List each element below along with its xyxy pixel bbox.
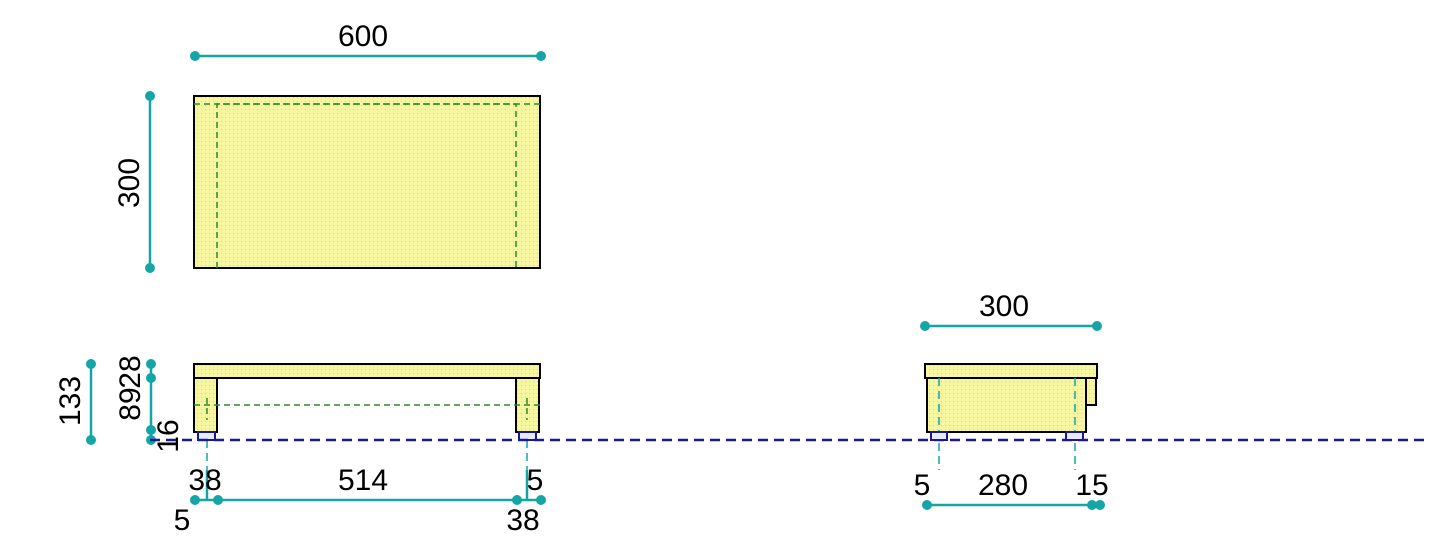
top-depth-label: 300 xyxy=(113,158,146,208)
top-width-dimension: 600 xyxy=(190,20,546,61)
front-view: 133 89 28 16 xyxy=(54,355,546,537)
top-depth-dimension: 300 xyxy=(113,91,155,273)
dim-28-label: 28 xyxy=(114,355,147,388)
front-bottom-dimensions: 38 514 5 5 38 xyxy=(174,464,546,537)
side-width-label: 300 xyxy=(979,290,1029,323)
dim-89-label: 89 xyxy=(114,387,147,420)
tabletop-plan xyxy=(193,95,541,269)
side-width-dimension: 300 xyxy=(920,290,1102,331)
side-left-foot xyxy=(930,431,948,441)
apron-side xyxy=(926,377,1087,433)
side-span-label: 280 xyxy=(978,469,1028,502)
leg-left-top-label: 38 xyxy=(188,464,221,497)
side-offset-right-label: 15 xyxy=(1075,469,1108,502)
front-height-label: 133 xyxy=(54,376,87,426)
tabletop-front xyxy=(193,363,541,379)
top-width-label: 600 xyxy=(338,20,388,53)
side-view: 300 5 280 15 xyxy=(914,290,1109,510)
side-right-foot xyxy=(1065,431,1084,441)
leg-right-bottom-label: 38 xyxy=(506,504,539,537)
dim-16-label: 16 xyxy=(152,419,185,452)
front-span-label: 514 xyxy=(338,464,388,497)
side-rail-end xyxy=(1085,377,1097,406)
tabletop-side xyxy=(924,363,1098,379)
top-view: 600 300 xyxy=(113,20,546,273)
offset-left-bottom-label: 5 xyxy=(174,504,191,537)
side-bottom-dimensions: 5 280 15 xyxy=(914,469,1109,510)
front-height-dimension: 133 xyxy=(54,359,96,445)
front-small-dimensions: 89 28 16 xyxy=(114,355,185,452)
side-offset-left-label: 5 xyxy=(914,469,931,502)
leg-right-top-label: 5 xyxy=(527,464,544,497)
